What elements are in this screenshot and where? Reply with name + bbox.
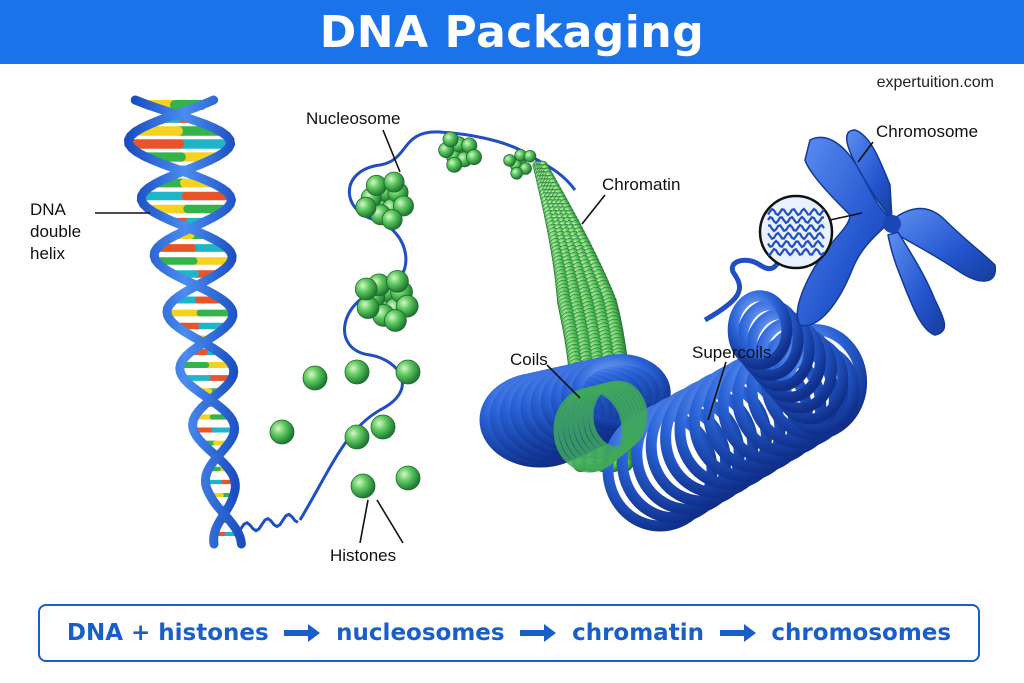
arrow-right-icon [719,624,756,642]
helix-tail [234,512,299,537]
histone-bead [386,270,409,293]
histone-bead [392,195,414,217]
arrow-right-icon [520,624,557,642]
histone-bead [354,277,378,301]
magnified-fiber [767,215,824,225]
label-nucleosome: Nucleosome [306,109,401,128]
histone-bead [523,149,537,163]
packaging-flow: DNA + histones nucleosomes chromatin chr… [38,604,980,662]
histone-bead [466,149,482,166]
histone-bead [381,209,403,231]
histone-bead [355,196,377,218]
chromosome-magnifier [758,194,863,270]
histone [269,419,295,445]
histone-bead [365,174,387,196]
page-title: DNA Packaging [319,6,705,58]
flow-step-chromatin: chromatin [572,620,704,646]
histone-bead [383,171,405,193]
magnified-fiber [767,247,825,257]
label-histones: Histones [330,546,397,565]
label-supercoils: Supercoils [692,343,772,362]
coil-ring [736,299,804,381]
label-chromosome: Chromosome [876,122,979,141]
title-bar: DNA Packaging [0,0,1024,64]
histone-bead [510,167,523,180]
magnified-fiber [767,207,825,217]
nucleosome-cluster [354,270,419,332]
dna-double-helix [123,95,299,549]
histone [395,465,421,491]
label-dna-double-helix: DNA double helix [30,200,82,263]
free-histones [269,359,421,499]
leader-lines [95,129,874,544]
arrow-right-icon [284,624,321,642]
helix-backbone [123,95,246,549]
label-coils: Coils [510,350,548,369]
chromosome [796,129,996,336]
helix-backbone [130,95,240,549]
histone [302,365,328,391]
strand-to-chromosome [703,249,783,323]
magnified-fiber [767,231,825,241]
nucleosome-cluster [503,149,537,180]
nucleosome-cluster [355,171,414,231]
coil-ring [727,290,793,370]
histone [370,414,396,440]
dna-packaging-illustration [95,95,996,549]
flow-step-chromosomes: chromosomes [771,620,952,646]
magnified-fiber [767,239,825,249]
label-chromatin: Chromatin [602,175,681,194]
histone-bead [384,309,407,332]
site-credit: expertuition.com [876,74,994,91]
histone-bead [446,156,463,173]
magnified-fiber [768,223,825,233]
coil-ring-green [588,380,648,452]
histone-bead [503,154,516,167]
histone [344,359,370,385]
flow-step-nucleosomes: nucleosomes [336,620,505,646]
histone [350,473,376,499]
flow-step-dna-histones: DNA + histones [66,620,269,646]
histone-bead [442,131,459,148]
histone [395,359,421,385]
supercoil [479,290,868,532]
histone [344,424,370,450]
nucleosome-cluster [438,131,482,173]
